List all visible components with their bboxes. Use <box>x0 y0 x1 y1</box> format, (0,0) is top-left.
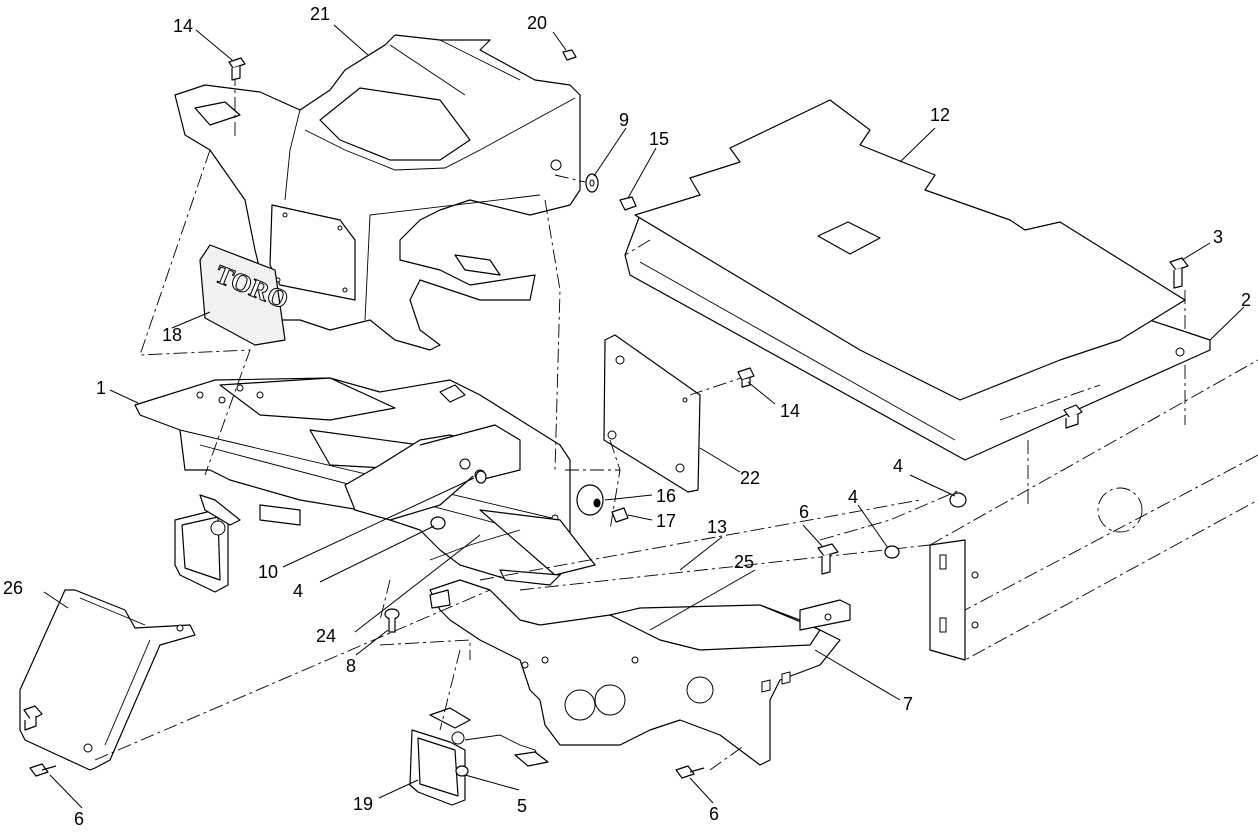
callout-13: 13 <box>707 517 727 537</box>
assembly-phantom-lines <box>94 72 1101 771</box>
callout-2: 2 <box>1241 290 1251 310</box>
callout-18: 18 <box>162 325 182 345</box>
hood-cowl <box>174 34 581 351</box>
grommet-16 <box>576 484 604 516</box>
bracket-26-bolt <box>23 705 43 731</box>
fastener-nut-20 <box>562 49 577 61</box>
spacer-17 <box>611 507 629 523</box>
carriage-bolt-8 <box>384 608 400 633</box>
callout-17: 17 <box>656 511 676 531</box>
bracket-24-tab <box>429 589 451 609</box>
bracket-26 <box>19 589 196 771</box>
nut-4-frame <box>430 516 446 530</box>
main-frame <box>134 377 571 581</box>
spacer-10 <box>475 470 487 484</box>
callout-1: 1 <box>96 378 106 398</box>
fastener-screw-14-top <box>228 57 246 81</box>
bracket-bolt-head <box>1063 404 1083 429</box>
callout-5: 5 <box>517 796 527 816</box>
callout-4-mid: 4 <box>848 487 858 507</box>
bolt-3 <box>1169 257 1189 289</box>
callout-6-mid: 6 <box>799 502 809 522</box>
callout-8: 8 <box>346 656 356 676</box>
screw-15 <box>619 196 637 211</box>
nut-4-right <box>949 492 967 508</box>
callout-labels: 14 21 20 9 15 12 3 2 1 14 18 22 16 17 4 … <box>3 4 1251 829</box>
callout-3: 3 <box>1213 227 1223 247</box>
callout-15: 15 <box>649 129 669 149</box>
callout-21: 21 <box>310 4 330 24</box>
callout-4-left: 4 <box>293 581 303 601</box>
screw-14-right <box>737 367 755 388</box>
headlight-left <box>174 494 241 593</box>
callout-14-right: 14 <box>780 401 800 421</box>
bolt-6-bottom <box>675 765 705 779</box>
callout-4-right: 4 <box>893 456 903 476</box>
bolt-6-left <box>29 763 57 777</box>
callout-12: 12 <box>930 105 950 125</box>
toro-logo-badge: TORO <box>199 244 293 346</box>
callout-26: 26 <box>3 578 23 598</box>
bracket-plate-22 <box>603 334 701 493</box>
leader-lines <box>43 24 1245 809</box>
callout-14-top: 14 <box>173 16 193 36</box>
callout-9: 9 <box>619 110 629 130</box>
bracket-6-mount <box>799 599 851 631</box>
rear-frame-end <box>929 539 979 661</box>
callout-6-left: 6 <box>74 809 84 829</box>
bolt-6-mid <box>817 543 839 575</box>
callout-22: 22 <box>740 468 760 488</box>
callout-20: 20 <box>527 13 547 33</box>
washer-9 <box>585 173 599 193</box>
callout-25: 25 <box>734 552 754 572</box>
nut-4-mid <box>884 545 900 559</box>
headlight-19 <box>409 707 549 806</box>
callout-6-bottom: 6 <box>709 804 719 824</box>
cover-plate <box>634 99 1186 401</box>
callout-10: 10 <box>258 562 278 582</box>
callout-19: 19 <box>353 794 373 814</box>
nut-5 <box>455 765 469 777</box>
callout-24: 24 <box>316 626 336 646</box>
lower-frame <box>429 509 841 766</box>
callout-7: 7 <box>903 694 913 714</box>
callout-16: 16 <box>656 486 676 506</box>
